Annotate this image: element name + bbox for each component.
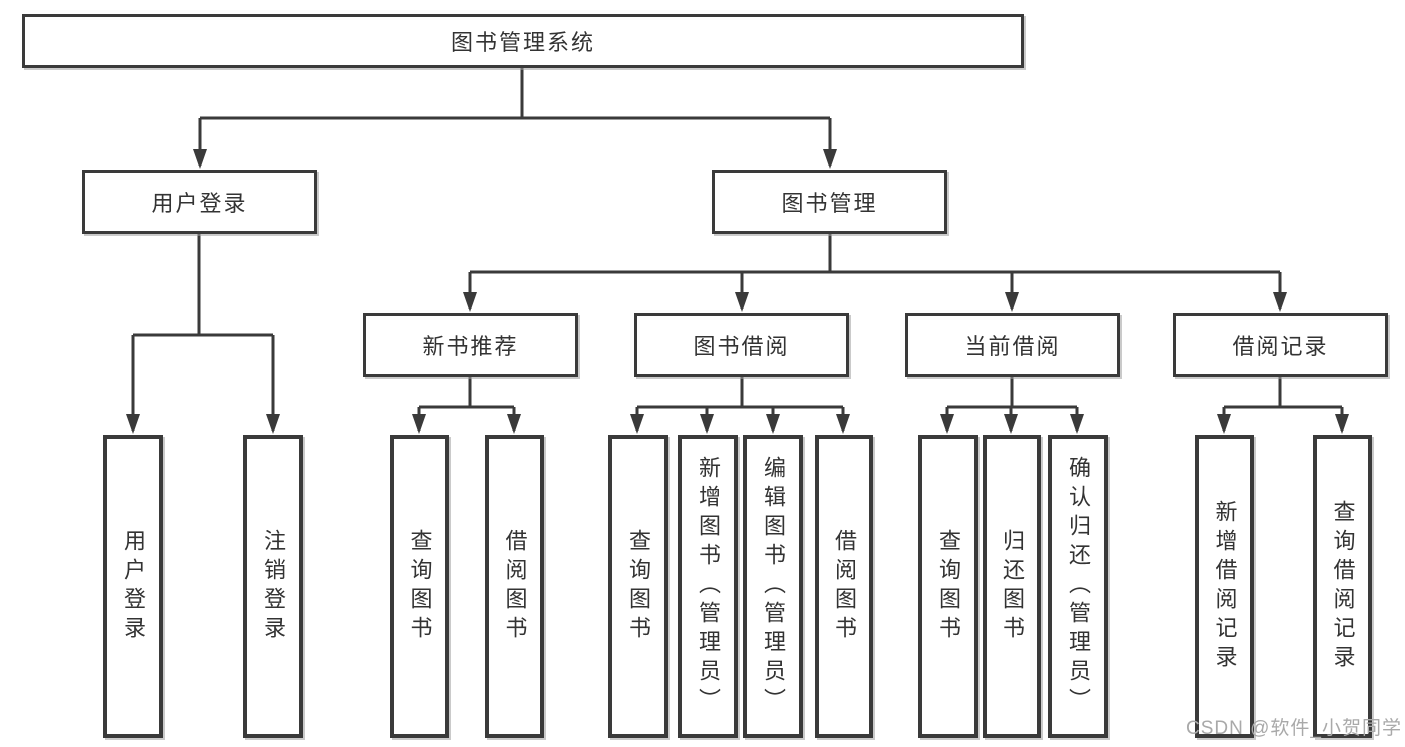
leaf-add-borrow-record-label: 新增借阅记录 [1212,499,1238,674]
leaf-user-login-label: 用户登录 [121,528,146,645]
leaf-logout: 注销登录 [243,435,303,738]
leaf-borrow-books-borrowing-label: 借阅图书 [832,528,857,645]
connector-current-bar [947,377,1077,409]
node-book-management-label: 图书管理 [781,191,878,216]
connector-records-bar [1224,377,1342,409]
node-book-borrowing-label: 图书借阅 [693,334,790,359]
leaf-query-books-recommend: 查询图书 [390,435,449,738]
leaf-query-books-borrowing: 查询图书 [608,435,668,738]
node-user-login-label: 用户登录 [151,191,248,216]
node-current-borrowing: 当前借阅 [905,313,1120,377]
leaf-add-book-admin-label: 新增图书（管理员） [696,456,721,717]
connector-bookmgmt-bar [470,234,1280,274]
leaf-confirm-return-admin-label: 确认归还（管理员） [1066,456,1091,717]
leaf-query-borrow-record: 查询借阅记录 [1313,435,1372,738]
leaf-user-login: 用户登录 [103,435,163,738]
node-new-book-recommendation-label: 新书推荐 [422,334,519,359]
leaf-edit-book-admin-label: 编辑图书（管理员） [761,456,786,717]
leaf-borrow-books-borrowing: 借阅图书 [815,435,873,738]
leaf-query-books-current-label: 查询图书 [936,528,961,645]
node-new-book-recommendation: 新书推荐 [363,313,578,377]
leaf-logout-label: 注销登录 [261,528,286,645]
leaf-query-books-current: 查询图书 [918,435,978,738]
node-root-library-system: 图书管理系统 [22,14,1024,68]
leaf-borrow-books-recommend: 借阅图书 [485,435,544,738]
node-borrowing-records-label: 借阅记录 [1232,334,1329,359]
node-borrowing-records: 借阅记录 [1173,313,1388,377]
csdn-watermark: CSDN @软件_小贺同学 [1186,718,1402,739]
leaf-return-books-label: 归还图书 [1000,528,1025,645]
leaf-query-books-recommend-label: 查询图书 [407,528,433,645]
leaf-return-books: 归还图书 [983,435,1041,738]
leaf-borrow-books-recommend-label: 借阅图书 [502,528,528,645]
connector-root-bar [200,68,830,120]
connector-borrowing-bar [637,377,843,409]
leaf-edit-book-admin: 编辑图书（管理员） [743,435,803,738]
node-user-login: 用户登录 [82,170,317,234]
node-book-management: 图书管理 [712,170,947,234]
leaf-confirm-return-admin: 确认归还（管理员） [1048,435,1108,738]
connector-newbook-bar [419,377,514,409]
leaf-query-borrow-record-label: 查询借阅记录 [1330,499,1356,674]
node-book-borrowing: 图书借阅 [634,313,849,377]
connector-userlogin-bar [133,234,273,337]
node-current-borrowing-label: 当前借阅 [964,334,1061,359]
leaf-query-books-borrowing-label: 查询图书 [626,528,651,645]
leaf-add-borrow-record: 新增借阅记录 [1195,435,1254,738]
node-root-label: 图书管理系统 [450,30,595,55]
leaf-add-book-admin: 新增图书（管理员） [678,435,738,738]
